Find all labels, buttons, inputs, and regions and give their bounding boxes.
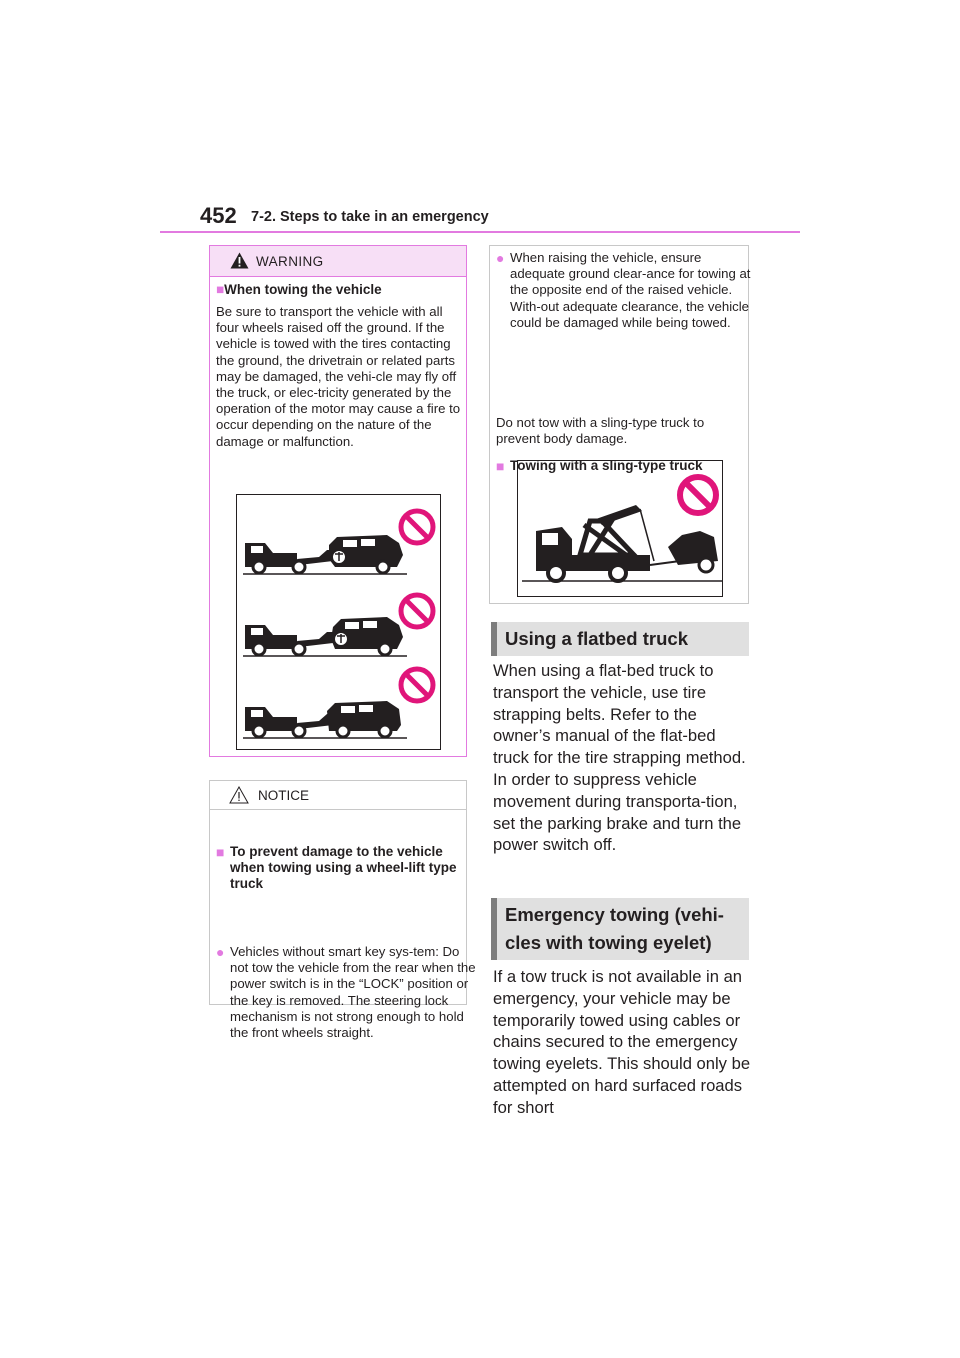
sling-text: Do not tow with a sling-type truck to pr… [496,415,705,447]
square-bullet-icon: ■ [496,458,505,475]
warning-box: WARNING ■When towing the vehicle Be sure… [209,245,467,757]
prohibited-towing-figure [236,494,441,750]
tow-row-3 [243,666,436,739]
tow-row-2 [243,592,436,657]
notice-title: NOTICE [258,788,310,803]
prohibited-sling-truck-illustration-icon [522,474,722,583]
warning-text: Be sure to transport the vehicle with al… [216,304,461,449]
notice-item-text: Vehicles without smart key sys-tem: Do n… [230,944,476,1041]
notice-header: NOTICE [210,781,466,810]
raising-list-item: ● When raising the vehicle, ensure adequa… [496,250,756,331]
notice-box: NOTICE ■ To prevent damage to the vehicle… [209,780,476,1040]
warning-subheading: ■When towing the vehicle [216,282,462,298]
flatbed-heading: Using a flatbed truck [491,622,749,656]
flatbed-heading-text: Using a flatbed truck [505,628,688,649]
header-rule [160,231,800,233]
tow-row-1 [243,508,436,575]
sling-subheading-text: Towing with a sling-type truck [510,458,703,474]
emergency-towing-paragraph: If a tow truck is not available in an em… [493,967,751,1117]
prohibited-towing-illustration-icon [243,508,436,739]
notice-list-item: ● Vehicles without smart key sys-tem: Do … [216,944,476,1041]
warning-box-continued: ● When raising the vehicle, ensure adequa… [489,245,750,604]
warning-header: WARNING [210,246,466,277]
emergency-towing-heading-text: Emergency towing (vehi-cles with towing … [505,904,724,953]
flatbed-paragraph: When using a flat-bed truck to transport… [493,661,746,855]
square-bullet-icon: ■ [216,844,225,860]
emergency-towing-heading: Emergency towing (vehi-cles with towing … [491,898,749,960]
page-number: 452 [200,203,237,228]
square-bullet-icon: ■ [216,282,225,297]
sling-subheading: ■ Towing with a sling-type truck [496,458,756,474]
circle-bullet-icon: ● [216,944,225,960]
section-title: 7-2. Steps to take in an emergency [251,209,489,225]
warning-title: WARNING [256,254,324,269]
warning-subheading-text: When towing the vehicle [224,282,382,297]
prohibited-sling-figure [517,460,723,597]
raising-item-text: When raising the vehicle, ensure adequat… [510,250,751,330]
warning-triangle-icon [230,252,249,274]
notice-subheading: ■ To prevent damage to the vehicle when t… [216,844,476,892]
caution-triangle-icon [229,785,249,809]
notice-subheading-text: To prevent damage to the vehicle when to… [230,844,457,891]
circle-bullet-icon: ● [496,250,505,266]
